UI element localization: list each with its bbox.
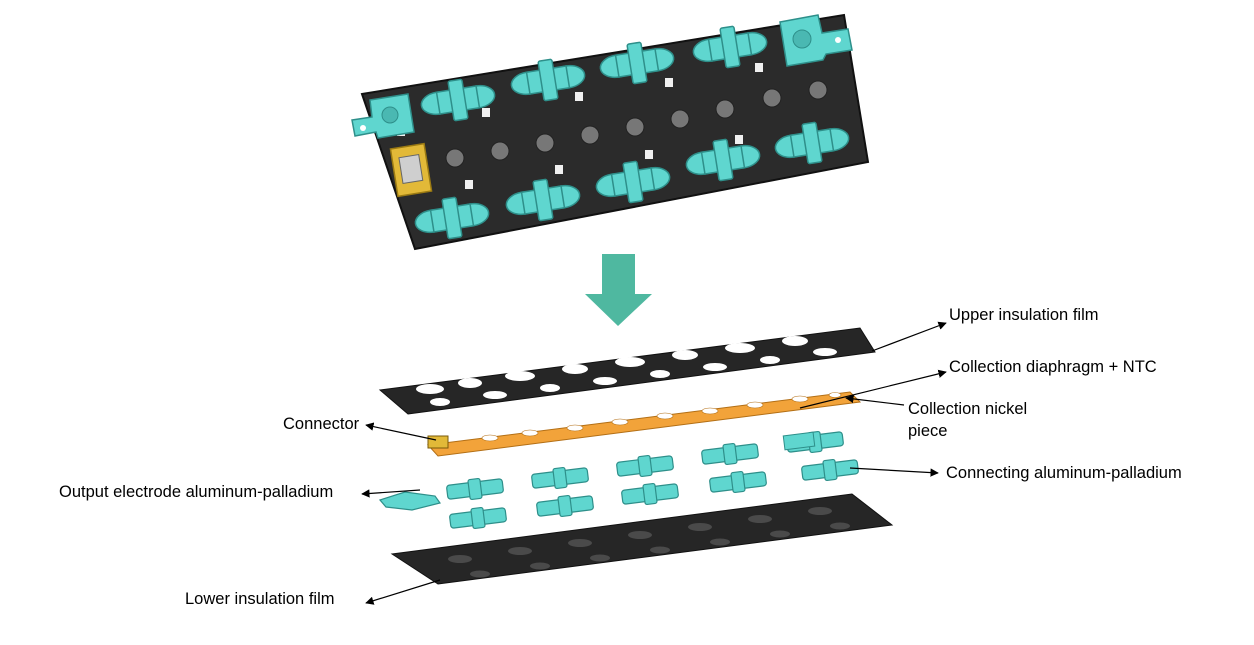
label-upper-insulation-film: Upper insulation film <box>949 306 1099 324</box>
label-lower-insulation-film: Lower insulation film <box>185 590 335 608</box>
module-terminal-left <box>351 93 415 139</box>
explode-arrow <box>585 254 652 326</box>
module-connector <box>389 142 433 198</box>
output-electrode <box>378 431 816 511</box>
leader-nickel <box>845 394 905 406</box>
module-holes <box>445 80 828 168</box>
lower-insulation-film <box>390 493 894 585</box>
label-collection-nickel-piece: Collection nickel piece <box>908 400 1028 440</box>
label-connecting-aluminum: Connecting aluminum-palladium <box>946 464 1182 482</box>
module-terminal-right <box>779 14 853 67</box>
label-collection-diaphragm: Collection diaphragm + NTC <box>949 358 1157 376</box>
leader-lines <box>361 321 947 605</box>
module-board <box>360 13 870 251</box>
leader-output <box>361 489 421 498</box>
leader-lower-film <box>365 579 441 605</box>
collection-diaphragm <box>426 391 862 457</box>
assembled-module <box>351 13 870 251</box>
label-output-electrode: Output electrode aluminum-palladium <box>59 483 334 501</box>
leader-connector <box>365 422 437 441</box>
leader-connecting <box>849 467 939 477</box>
label-connector: Connector <box>283 415 360 433</box>
leader-upper-film <box>871 321 947 352</box>
upper-insulation-film <box>378 327 876 415</box>
leader-diaphragm <box>799 369 947 409</box>
diaphragm-connector <box>427 435 449 449</box>
